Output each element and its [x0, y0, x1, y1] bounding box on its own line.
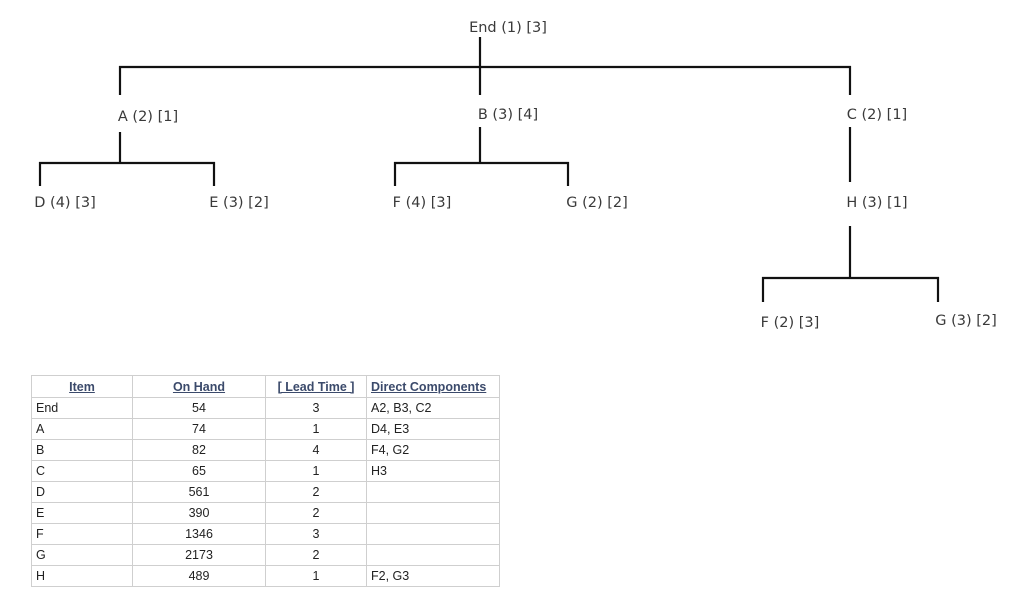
cell-item: D: [31, 481, 133, 503]
node-g-under-h: G (3) [2]: [935, 313, 997, 329]
cell-item: E: [31, 502, 133, 524]
cell-lead-time: 1: [265, 460, 367, 482]
cell-components: [366, 502, 500, 524]
bom-table: Item On Hand [ Lead Time ] Direct Compon…: [31, 375, 500, 587]
cell-components: [366, 481, 500, 503]
cell-on-hand: 1346: [132, 523, 266, 545]
table-row: H 489 1 F2, G3: [31, 565, 500, 587]
table-row: B 82 4 F4, G2: [31, 439, 500, 461]
cell-on-hand: 82: [132, 439, 266, 461]
cell-on-hand: 54: [132, 397, 266, 419]
column-header-on-hand: On Hand: [132, 375, 266, 398]
cell-item: G: [31, 544, 133, 566]
cell-lead-time: 3: [265, 523, 367, 545]
node-b: B (3) [4]: [478, 107, 538, 123]
cell-components: D4, E3: [366, 418, 500, 440]
cell-item: B: [31, 439, 133, 461]
node-e: E (3) [2]: [209, 195, 268, 211]
cell-components: H3: [366, 460, 500, 482]
cell-components: A2, B3, C2: [366, 397, 500, 419]
cell-lead-time: 2: [265, 502, 367, 524]
column-header-direct-components: Direct Components: [366, 375, 500, 398]
tree-connectors: [38, 37, 940, 302]
cell-lead-time: 1: [265, 565, 367, 587]
cell-lead-time: 1: [265, 418, 367, 440]
table-row: C 65 1 H3: [31, 460, 500, 482]
cell-lead-time: 2: [265, 544, 367, 566]
cell-on-hand: 65: [132, 460, 266, 482]
cell-components: F2, G3: [366, 565, 500, 587]
cell-on-hand: 74: [132, 418, 266, 440]
cell-item: H: [31, 565, 133, 587]
cell-lead-time: 4: [265, 439, 367, 461]
cell-item: A: [31, 418, 133, 440]
node-h: H (3) [1]: [846, 195, 907, 211]
table-row: End 54 3 A2, B3, C2: [31, 397, 500, 419]
cell-lead-time: 3: [265, 397, 367, 419]
node-a: A (2) [1]: [118, 109, 178, 125]
cell-on-hand: 561: [132, 481, 266, 503]
cell-item: End: [31, 397, 133, 419]
cell-on-hand: 390: [132, 502, 266, 524]
cell-on-hand: 489: [132, 565, 266, 587]
cell-item: F: [31, 523, 133, 545]
node-f-under-h: F (2) [3]: [761, 315, 820, 331]
column-header-lead-time: [ Lead Time ]: [265, 375, 367, 398]
node-c: C (2) [1]: [847, 107, 907, 123]
table-row: D 561 2: [31, 481, 500, 503]
cell-item: C: [31, 460, 133, 482]
table-body: End 54 3 A2, B3, C2 A 74 1 D4, E3 B 82 4…: [31, 397, 500, 587]
cell-components: F4, G2: [366, 439, 500, 461]
node-end: End (1) [3]: [469, 20, 547, 36]
table-header: Item On Hand [ Lead Time ] Direct Compon…: [31, 375, 500, 398]
cell-on-hand: 2173: [132, 544, 266, 566]
table-row: E 390 2: [31, 502, 500, 524]
table-row: A 74 1 D4, E3: [31, 418, 500, 440]
node-d: D (4) [3]: [34, 195, 95, 211]
cell-components: [366, 544, 500, 566]
cell-components: [366, 523, 500, 545]
column-header-item: Item: [31, 375, 133, 398]
table-header-row: Item On Hand [ Lead Time ] Direct Compon…: [31, 375, 500, 398]
node-g: G (2) [2]: [566, 195, 628, 211]
node-f: F (4) [3]: [393, 195, 452, 211]
cell-lead-time: 2: [265, 481, 367, 503]
table-row: G 2173 2: [31, 544, 500, 566]
table-row: F 1346 3: [31, 523, 500, 545]
product-structure-tree: End (1) [3] A (2) [1] B (3) [4] C (2) [1…: [34, 20, 997, 331]
tree-labels: End (1) [3] A (2) [1] B (3) [4] C (2) [1…: [34, 20, 997, 331]
